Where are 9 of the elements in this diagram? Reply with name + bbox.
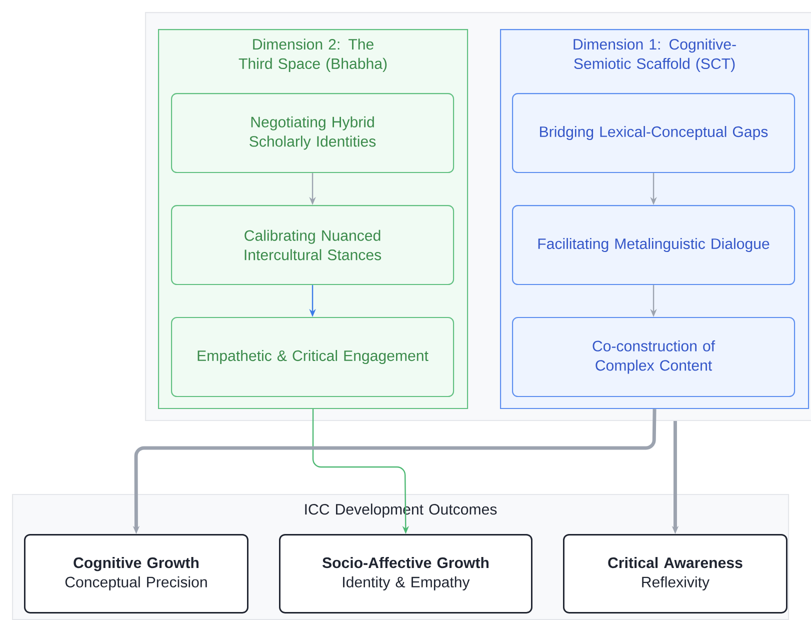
process-box: Empathetic & Critical Engagement	[171, 317, 454, 398]
outcome-box: Critical Awareness Reflexivity	[563, 534, 788, 614]
process-box: Bridging Lexical-Conceptual Gaps	[512, 93, 796, 174]
process-box: Negotiating Hybrid Scholarly Identities	[171, 93, 454, 174]
process-box: Co-construction of Complex Content	[512, 317, 796, 398]
process-box: Calibrating Nuanced Intercultural Stances	[171, 205, 454, 286]
outcome-box: Socio-Affective Growth Identity & Empathy	[279, 534, 532, 614]
outcome-box: Cognitive Growth Conceptual Precision	[24, 534, 248, 614]
process-box: Facilitating Metalinguistic Dialogue	[512, 205, 796, 286]
